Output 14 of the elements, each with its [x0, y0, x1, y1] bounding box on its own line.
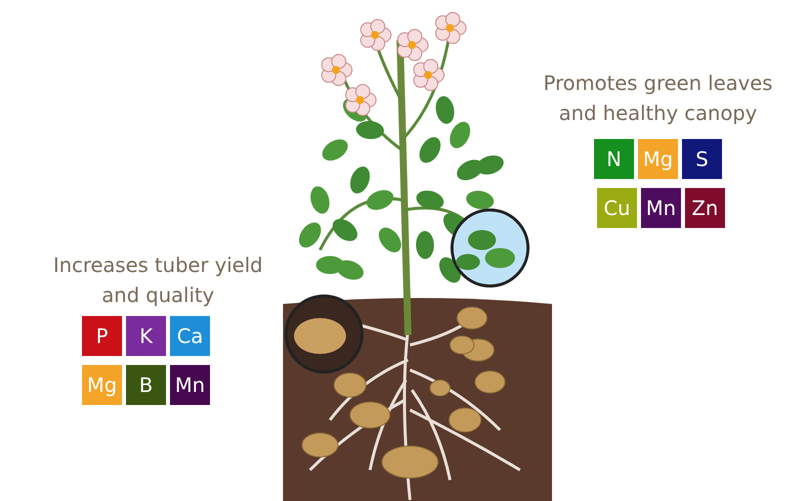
- benefit-heading: Increases tuber yield and quality: [52, 252, 264, 309]
- element-tile: S: [682, 139, 722, 179]
- benefit-heading: Promotes green leaves and healthy canopy: [542, 70, 774, 127]
- element-tile: B: [126, 365, 166, 405]
- element-tile: Mg: [638, 139, 678, 179]
- element-tile: N: [594, 139, 634, 179]
- element-tile: Ca: [170, 316, 210, 356]
- element-tile: K: [126, 316, 166, 356]
- element-tile: Mn: [170, 365, 210, 405]
- element-tile: Mg: [82, 365, 122, 405]
- element-tile: Zn: [685, 188, 725, 228]
- element-tile: Mn: [641, 188, 681, 228]
- element-tile: P: [82, 316, 122, 356]
- element-tile: Cu: [597, 188, 637, 228]
